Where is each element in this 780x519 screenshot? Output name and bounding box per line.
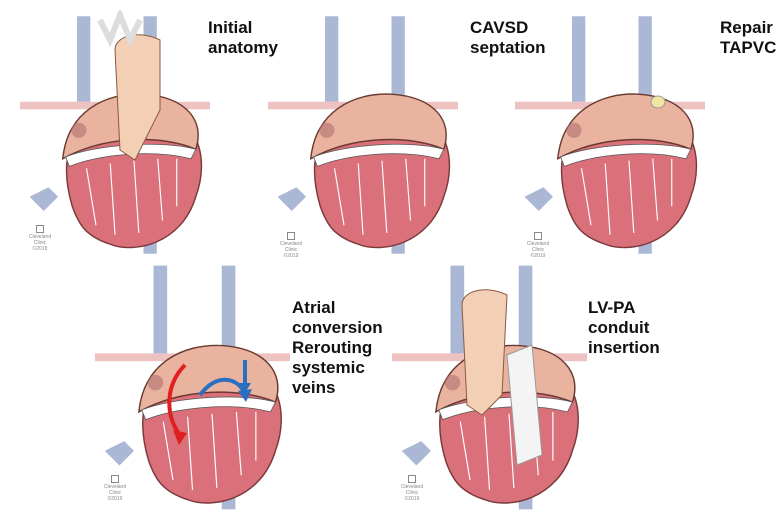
heart-illustration <box>95 265 290 510</box>
blue-rerouting-arrow <box>198 377 247 397</box>
heart-illustration <box>392 265 587 510</box>
aorta <box>114 34 161 161</box>
pulmonary-vein-anastomosis <box>650 95 666 109</box>
heart-illustration <box>20 10 210 255</box>
heart-illustration <box>268 15 458 255</box>
aorta <box>461 289 508 416</box>
aortic-arch-vessels <box>97 10 143 48</box>
red-rerouting-arrow <box>167 363 187 437</box>
lv-pa-conduit <box>506 344 543 466</box>
heart-illustration <box>515 15 705 255</box>
